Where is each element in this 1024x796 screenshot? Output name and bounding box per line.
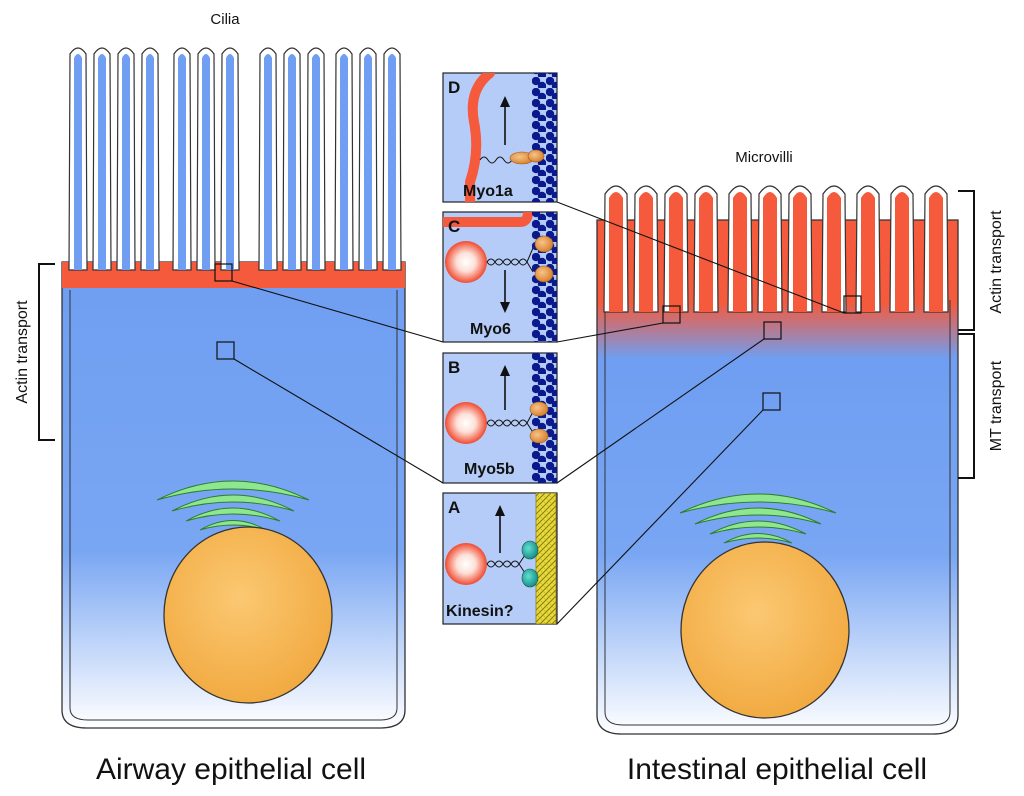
cilium-core xyxy=(202,54,210,270)
panel-b: B Myo5b xyxy=(442,352,558,484)
panel-a: A Kinesin? xyxy=(442,492,558,625)
cilium-core xyxy=(122,54,130,270)
connector-lines xyxy=(231,201,845,625)
airway-roi-cytoplasm xyxy=(216,341,235,360)
cilium-core xyxy=(98,54,106,270)
cilia xyxy=(68,47,402,271)
microvillus-core xyxy=(793,192,807,312)
airway-cell xyxy=(61,47,406,729)
cilium-core xyxy=(288,54,296,270)
microvillus-core xyxy=(763,192,777,312)
microvillus-core xyxy=(827,192,841,312)
cilia-label: Cilia xyxy=(210,11,240,28)
panel-d-letter: D xyxy=(448,78,460,97)
panel-b-motor: Myo5b xyxy=(464,461,515,478)
panel-d: D Myo1a xyxy=(442,72,558,203)
cilium-core xyxy=(74,54,82,270)
panel-a-letter: A xyxy=(448,498,460,517)
cilium-core xyxy=(340,54,348,270)
airway-cell-title: Airway epithelial cell xyxy=(96,753,366,786)
microvillus-core xyxy=(699,192,713,312)
intestinal-roi-microvillus xyxy=(843,295,862,314)
right-actin-transport-label: Actin transport xyxy=(988,210,1005,314)
panel-a-motor: Kinesin? xyxy=(446,603,514,620)
cilium-core xyxy=(178,54,186,270)
cilium-core xyxy=(264,54,272,270)
right-mt-transport-label: MT transport xyxy=(988,360,1005,451)
airway-nucleus xyxy=(163,526,333,704)
airway-roi-apical xyxy=(214,263,233,282)
microvillus-core xyxy=(929,192,943,312)
panel-c: C Myo6 xyxy=(442,211,558,343)
cilium-core xyxy=(146,54,154,270)
panel-c-motor: Myo6 xyxy=(470,321,511,338)
microvillus-core xyxy=(733,192,747,312)
microvilli xyxy=(603,185,949,313)
microvillus-core xyxy=(669,192,683,312)
intestinal-roi-cytoplasm xyxy=(762,392,781,411)
intestinal-roi-apical-left xyxy=(662,305,681,324)
intestinal-cell xyxy=(596,185,959,735)
cilium-core xyxy=(312,54,320,270)
right-actin-bracket xyxy=(958,190,975,331)
microvillus-core xyxy=(609,192,623,312)
right-mt-bracket xyxy=(958,333,975,479)
airway-golgi xyxy=(156,480,310,531)
left-actin-transport-label: Actin transport xyxy=(14,300,31,404)
panel-d-motor: Myo1a xyxy=(463,183,513,200)
microvillus-core xyxy=(895,192,909,312)
microvilli-label: Microvilli xyxy=(735,149,793,166)
panel-b-letter: B xyxy=(448,358,460,377)
cilium-core xyxy=(388,54,396,270)
intestinal-golgi xyxy=(679,493,837,544)
microvillus-core xyxy=(639,192,653,312)
intestinal-nucleus xyxy=(680,541,850,719)
intestinal-cell-title: Intestinal epithelial cell xyxy=(627,753,927,786)
intestinal-roi-apical-right xyxy=(763,321,782,340)
microvillus-core xyxy=(861,192,875,312)
left-actin-bracket xyxy=(38,263,55,441)
panel-c-letter: C xyxy=(448,217,460,236)
cilium-core xyxy=(364,54,372,270)
cilium-core xyxy=(226,54,234,270)
